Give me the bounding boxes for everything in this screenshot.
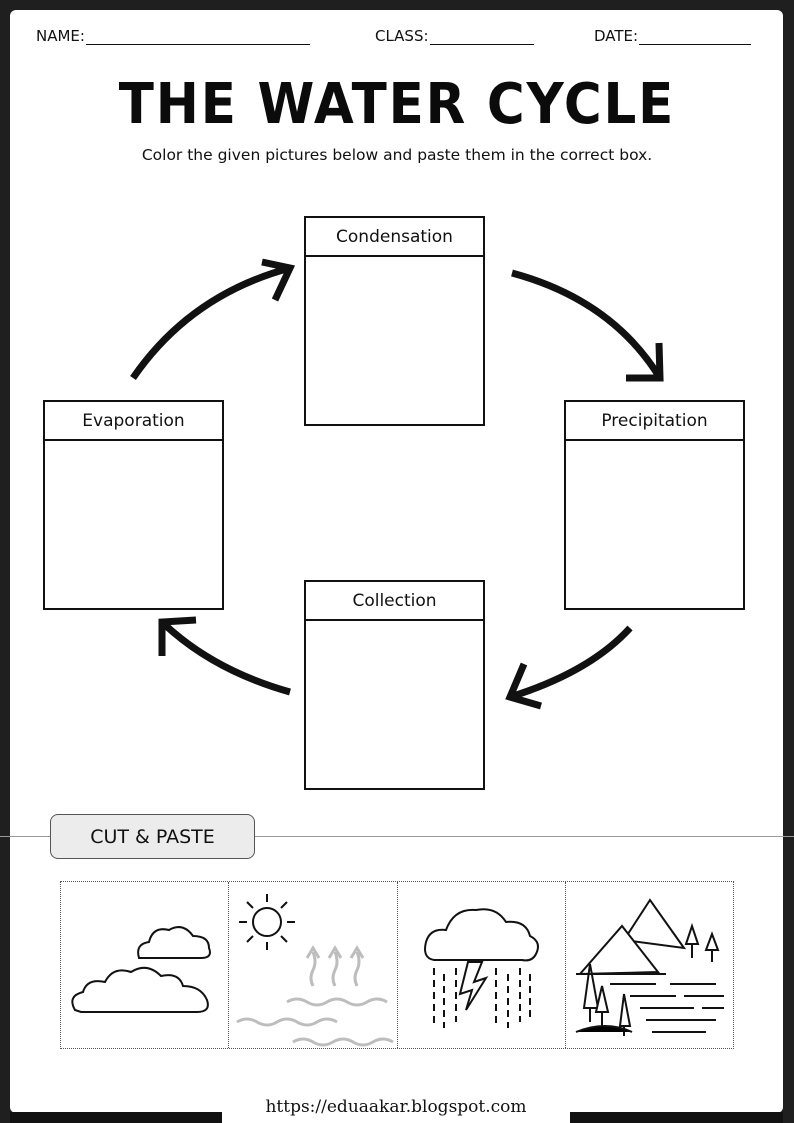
- date-label: DATE:: [594, 27, 639, 45]
- section-divider: [0, 836, 794, 837]
- cut-out-cards: [60, 881, 734, 1049]
- precipitation-box[interactable]: Precipitation: [564, 400, 745, 610]
- name-label: NAME:: [36, 27, 85, 45]
- footer-bar-left: [10, 1112, 222, 1123]
- arrow-collection-to-evaporation-icon: [159, 619, 291, 696]
- rain-cloud-icon: [423, 908, 539, 1028]
- clouds-icon: [71, 926, 211, 1013]
- cut-paste-badge: CUT & PASTE: [50, 814, 255, 859]
- arrow-condensation-to-precipitation-icon: [511, 269, 663, 380]
- precipitation-label: Precipitation: [566, 402, 743, 441]
- name-field[interactable]: NAME:: [36, 27, 310, 45]
- condensation-label: Condensation: [306, 218, 483, 257]
- lake-mountains-icon: [575, 898, 724, 1036]
- footer-bar-right: [570, 1112, 783, 1123]
- name-line: [85, 30, 310, 45]
- card-precipitation[interactable]: [398, 882, 566, 1048]
- class-line: [429, 30, 534, 45]
- instructions-text: Color the given pictures below and paste…: [141, 146, 653, 164]
- collection-box[interactable]: Collection: [304, 580, 485, 790]
- card-clouds[interactable]: [61, 882, 230, 1048]
- evaporation-label: Evaporation: [45, 402, 222, 441]
- class-label: CLASS:: [375, 27, 429, 45]
- card-collection[interactable]: [566, 882, 733, 1048]
- condensation-box[interactable]: Condensation: [304, 216, 485, 426]
- arrow-precipitation-to-collection-icon: [508, 625, 633, 701]
- arrow-evaporation-to-condensation-icon: [130, 264, 291, 380]
- class-field[interactable]: CLASS:: [375, 27, 534, 45]
- footer-url-link[interactable]: https://eduaakar.blogspot.com: [222, 1090, 570, 1123]
- date-line: [639, 30, 752, 45]
- evaporation-box[interactable]: Evaporation: [43, 400, 224, 610]
- page-title: THE WATER CYCLE: [118, 72, 676, 137]
- card-evaporation[interactable]: [229, 882, 398, 1048]
- sun-evaporation-icon: [236, 894, 395, 1047]
- date-field[interactable]: DATE:: [594, 27, 752, 45]
- collection-label: Collection: [306, 582, 483, 621]
